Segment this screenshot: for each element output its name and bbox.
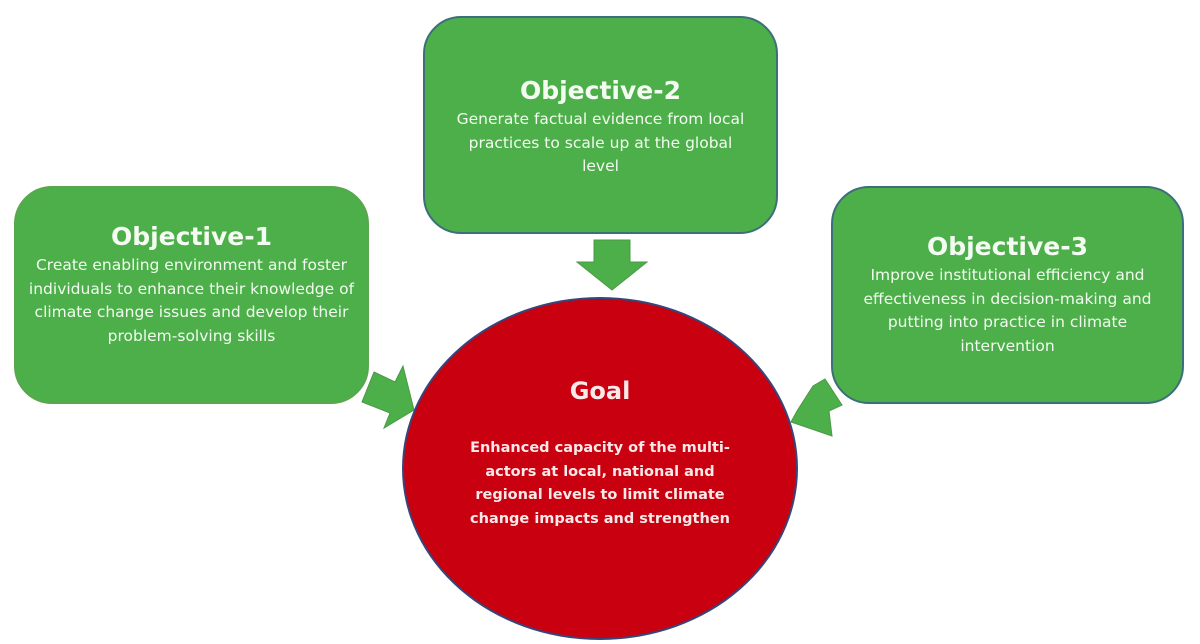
objective-1-title: Objective-1 xyxy=(110,222,273,251)
goal-description: Enhanced capacity of the multi-actors at… xyxy=(470,440,730,527)
goal-title: Goal xyxy=(569,377,631,405)
arrow-objective-1-to-goal xyxy=(361,364,415,430)
objective-2-description: Generate factual evidence from local pra… xyxy=(456,110,745,175)
arrow-objective-3-to-goal xyxy=(790,378,843,437)
objective-3-title: Objective-3 xyxy=(926,232,1089,261)
arrow-objective-2-to-goal xyxy=(575,239,649,291)
goal-circle: Goal Enhanced capacity of the multi-acto… xyxy=(402,297,798,640)
objective-2-title: Objective-2 xyxy=(519,76,682,105)
objective-1-description: Create enabling environment and foster i… xyxy=(28,256,355,345)
objective-3-description: Improve institutional efficiency and eff… xyxy=(863,266,1152,355)
objective-2-box: Objective-2 Generate factual evidence fr… xyxy=(423,16,778,234)
objective-3-box: Objective-3 Improve institutional effici… xyxy=(831,186,1184,404)
objective-1-box: Objective-1 Create enabling environment … xyxy=(14,186,369,404)
